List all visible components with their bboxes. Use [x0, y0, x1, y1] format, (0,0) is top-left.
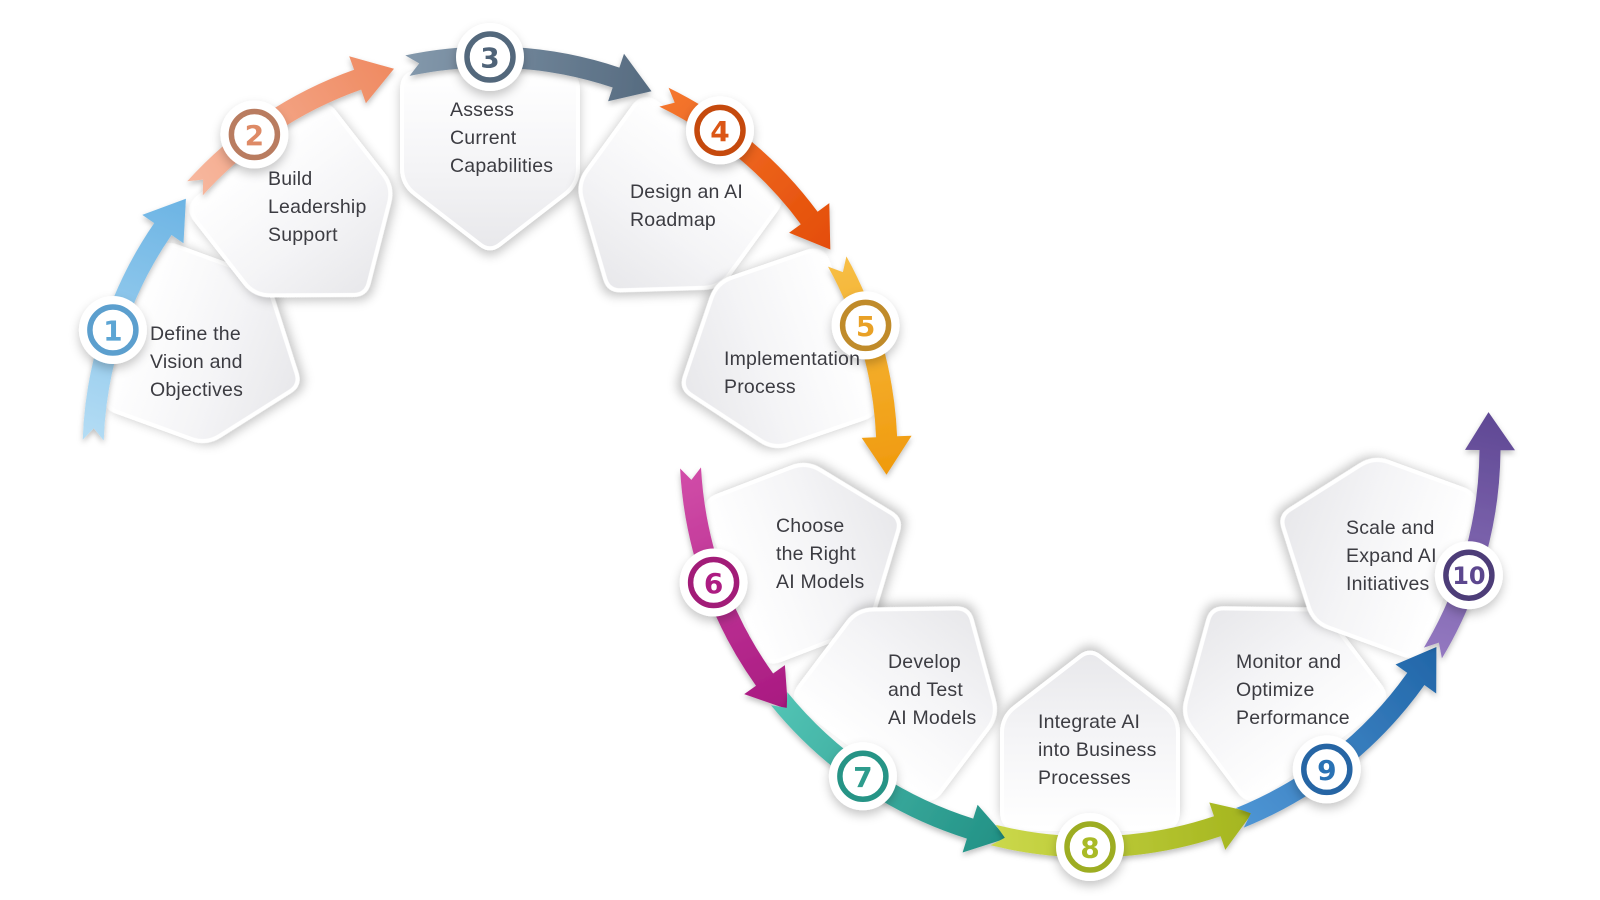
badge-ring — [228, 108, 281, 161]
step-card-3 — [400, 70, 580, 251]
badge-ring — [687, 556, 740, 609]
step-arrow-9 — [1235, 647, 1437, 828]
step-card-10 — [1280, 457, 1477, 658]
step-number-8: 8 — [1080, 832, 1099, 865]
badge-ring — [1443, 549, 1495, 601]
step-badge-5: 5 — [831, 291, 900, 360]
step-number-10: 10 — [1452, 562, 1485, 590]
step-card-4 — [578, 97, 782, 293]
step-number-9: 9 — [1317, 754, 1336, 787]
step-badge-4: 4 — [686, 96, 754, 165]
step-cards-layer — [103, 70, 1477, 831]
step-arrow-7 — [771, 692, 1007, 853]
badge-ring — [837, 750, 889, 803]
badge-ring — [464, 31, 516, 83]
badge-ring — [1301, 743, 1353, 796]
step-card-2 — [189, 103, 393, 298]
badge-ring — [839, 299, 892, 352]
step-number-5: 5 — [856, 310, 875, 343]
step-arrow-1 — [82, 198, 186, 441]
step-badge-3: 3 — [456, 23, 524, 91]
step-arrow-10 — [1423, 412, 1515, 659]
badge-ring — [87, 304, 139, 356]
badge-ring — [694, 104, 746, 157]
step-badge-10: 10 — [1434, 541, 1503, 610]
step-arrow-5 — [828, 256, 912, 475]
step-badges-layer: 1 2 3 4 5 6 7 8 9 10 — [78, 23, 1503, 881]
step-badge-7: 7 — [828, 742, 897, 811]
step-number-2: 2 — [245, 119, 264, 152]
step-number-7: 7 — [853, 761, 872, 794]
step-badge-2: 2 — [220, 100, 289, 169]
step-badge-1: 1 — [78, 296, 147, 364]
step-number-1: 1 — [103, 315, 122, 348]
badge-ring — [1064, 821, 1116, 873]
step-arrow-2 — [187, 56, 394, 196]
step-number-4: 4 — [710, 115, 729, 148]
step-badge-9: 9 — [1292, 735, 1361, 804]
step-number-6: 6 — [704, 567, 723, 600]
step-card-5 — [681, 248, 878, 448]
step-number-3: 3 — [480, 42, 499, 75]
step-badge-8: 8 — [1056, 813, 1124, 881]
step-card-7 — [794, 606, 997, 801]
step-badge-6: 6 — [679, 548, 748, 617]
step-card-8 — [1000, 650, 1180, 831]
step-arrow-6 — [680, 467, 789, 710]
